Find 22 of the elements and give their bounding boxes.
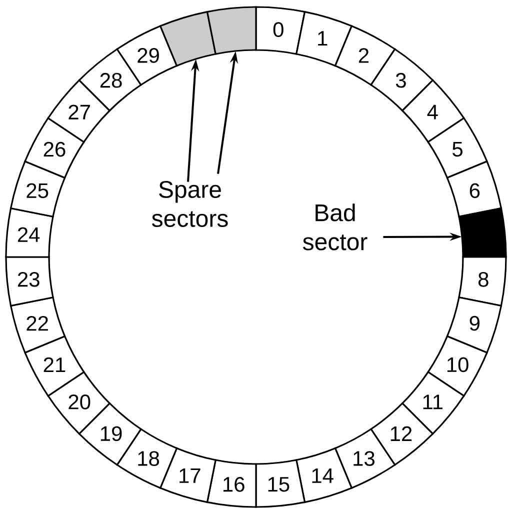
node-label: 6: [470, 183, 480, 198]
sector-cell: 2: [334, 25, 396, 86]
node-label: 9: [470, 316, 480, 331]
node-label: 14: [312, 468, 334, 483]
node-label: 17: [180, 468, 200, 483]
sector-cell: 23: [5, 256, 54, 307]
sector-cell: 6: [446, 160, 502, 218]
node-label: 15: [268, 477, 290, 492]
sector-cell: 14: [296, 447, 352, 503]
sector-cell: 15: [255, 459, 306, 508]
sector-cell: 8: [458, 256, 507, 307]
sector-cell: [160, 11, 216, 67]
sector-cell: [458, 207, 507, 258]
label-text: Bad sector: [303, 204, 368, 250]
sector-cell: 1: [296, 11, 352, 67]
node-label: 8: [478, 272, 488, 287]
sector-cell: 25: [10, 160, 66, 218]
sector-cell: 16: [206, 459, 257, 508]
sector-cell: [206, 6, 257, 55]
label-text: Spare sectors: [152, 181, 228, 227]
node-label: 16: [224, 476, 244, 492]
sector-cell: 22: [10, 296, 66, 354]
